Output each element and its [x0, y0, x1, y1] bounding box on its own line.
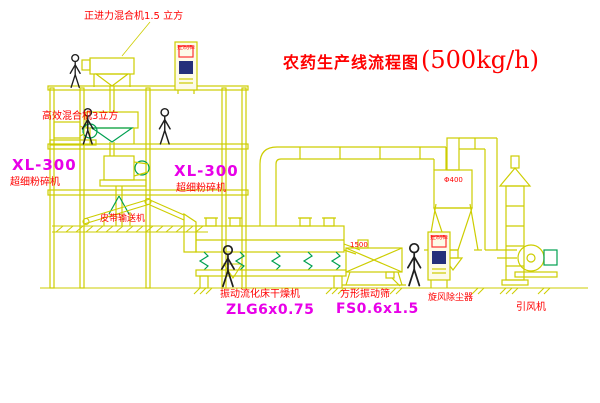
title-capacity: (500kg/h): [421, 46, 539, 74]
fluid-bed-dryer-shape: [183, 212, 361, 289]
label-screen-model: FS0.6x1.5: [336, 301, 419, 317]
label-fan-name: 引风机: [516, 302, 546, 313]
label-high-mixer: 高效混合机3立方: [42, 111, 119, 122]
label-screen-dim: 1500: [350, 241, 368, 249]
label-dryer-name: 振动流化床干燥机: [220, 289, 300, 300]
exhaust-duct-shape: [259, 146, 447, 226]
label-screen-name: 方形振动筛: [340, 289, 390, 300]
label-top-mixer: 正进力混合机1.5 立方: [84, 11, 184, 22]
label-mill-center-model: XL-300: [174, 162, 239, 180]
ground-line: [40, 287, 588, 295]
label-mill-left-name: 超细粉碎机: [10, 177, 60, 188]
high-efficiency-mixer-machine: [85, 111, 139, 156]
drawing-title: 农药生产线流程图 (500kg/h): [283, 46, 539, 74]
label-dryer-model: ZLG6x0.75: [226, 302, 315, 318]
label-cabinet-top: 控制柜: [176, 45, 195, 51]
person-icon: [69, 53, 81, 88]
top-mixer-machine: [81, 21, 151, 112]
person-icon: [158, 107, 171, 145]
belt-conveyor-shape: [82, 197, 185, 226]
fan-shape: [514, 244, 558, 278]
label-belt-conveyor: 皮带输送机: [100, 214, 146, 224]
person-icon: [407, 242, 422, 287]
control-cabinet-top-shape: [174, 41, 198, 94]
label-cyclone-dim: Φ400: [444, 176, 463, 184]
control-cabinet-right-shape: [427, 231, 451, 288]
title-text: 农药生产线流程图: [283, 53, 420, 72]
label-mill-center-name: 超细粉碎机: [176, 183, 226, 194]
label-mill-left-model: XL-300: [12, 156, 77, 174]
label-cyclone-name: 旋风除尘器: [428, 293, 474, 303]
vibrating-screen-shape: [342, 239, 406, 287]
label-cabinet-right: 控制柜: [429, 235, 448, 241]
chimney-shape: [498, 155, 532, 286]
